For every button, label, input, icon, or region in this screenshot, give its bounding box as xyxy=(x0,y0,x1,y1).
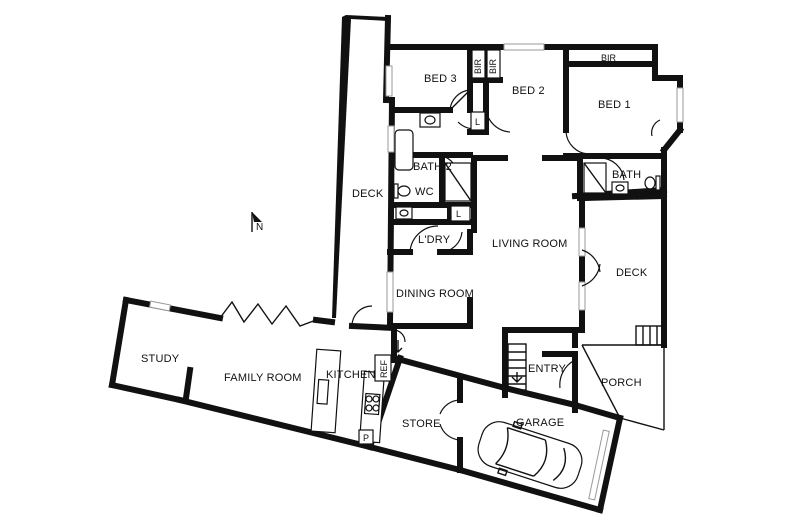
label-linen-b: L xyxy=(456,209,461,219)
walls xyxy=(108,14,685,514)
bathtub xyxy=(394,129,414,171)
window-bath2 xyxy=(387,125,395,153)
window-bed3 xyxy=(385,65,393,97)
label-living: LIVING ROOM xyxy=(492,238,568,250)
windows xyxy=(149,43,684,501)
label-pantry: P xyxy=(363,433,369,443)
room-labels: BED 3 BED 2 BED 1 BIR BIR BIR BATH 2 WC … xyxy=(141,53,648,443)
car-icon xyxy=(477,420,583,489)
north-arrow-icon xyxy=(251,212,262,232)
label-kitchen: KITCHEN xyxy=(326,369,376,381)
window-bed1 xyxy=(676,87,684,123)
label-linen-a: L xyxy=(475,117,480,127)
label-ref: REF xyxy=(379,359,389,378)
label-bed2: BED 2 xyxy=(512,85,545,97)
label-family: FAMILY ROOM xyxy=(224,372,302,384)
window-living-right-b xyxy=(578,281,586,311)
label-bath: BATH xyxy=(612,169,641,181)
label-deck-left: DECK xyxy=(352,188,384,200)
label-garage: GARAGE xyxy=(516,417,564,429)
linen-box-a xyxy=(470,111,486,131)
window-study xyxy=(149,300,171,312)
pantry-box xyxy=(358,429,374,445)
label-bir-b: BIR xyxy=(488,58,498,74)
label-porch: PORCH xyxy=(601,377,642,389)
window-garage xyxy=(588,429,610,501)
label-bath2: BATH 2 xyxy=(413,161,452,173)
label-deck-right: DECK xyxy=(616,267,648,279)
deck-left-outline xyxy=(332,15,388,318)
label-bed1: BED 1 xyxy=(598,99,631,111)
label-entry: ENTRY xyxy=(528,363,567,375)
label-bir-a: BIR xyxy=(473,58,483,74)
compass-label: N xyxy=(256,222,263,233)
fridge-space xyxy=(374,354,392,382)
bifold-doors xyxy=(219,300,317,327)
toilet-bowl xyxy=(397,185,411,197)
stairs xyxy=(393,325,665,391)
label-dining: DINING ROOM xyxy=(396,288,474,300)
label-bed3: BED 3 xyxy=(424,73,457,85)
fixtures xyxy=(310,49,661,445)
label-bir-c: BIR xyxy=(601,53,617,63)
window-dining xyxy=(386,271,394,313)
toilet-bath xyxy=(644,176,656,190)
label-study: STUDY xyxy=(141,353,180,365)
label-laundry: L'DRY xyxy=(418,234,451,246)
label-store: STORE xyxy=(402,418,441,430)
window-living-right-a xyxy=(578,227,586,257)
label-wc: WC xyxy=(415,186,434,198)
window-bed2 xyxy=(503,43,545,51)
linen-box-b xyxy=(450,205,471,222)
